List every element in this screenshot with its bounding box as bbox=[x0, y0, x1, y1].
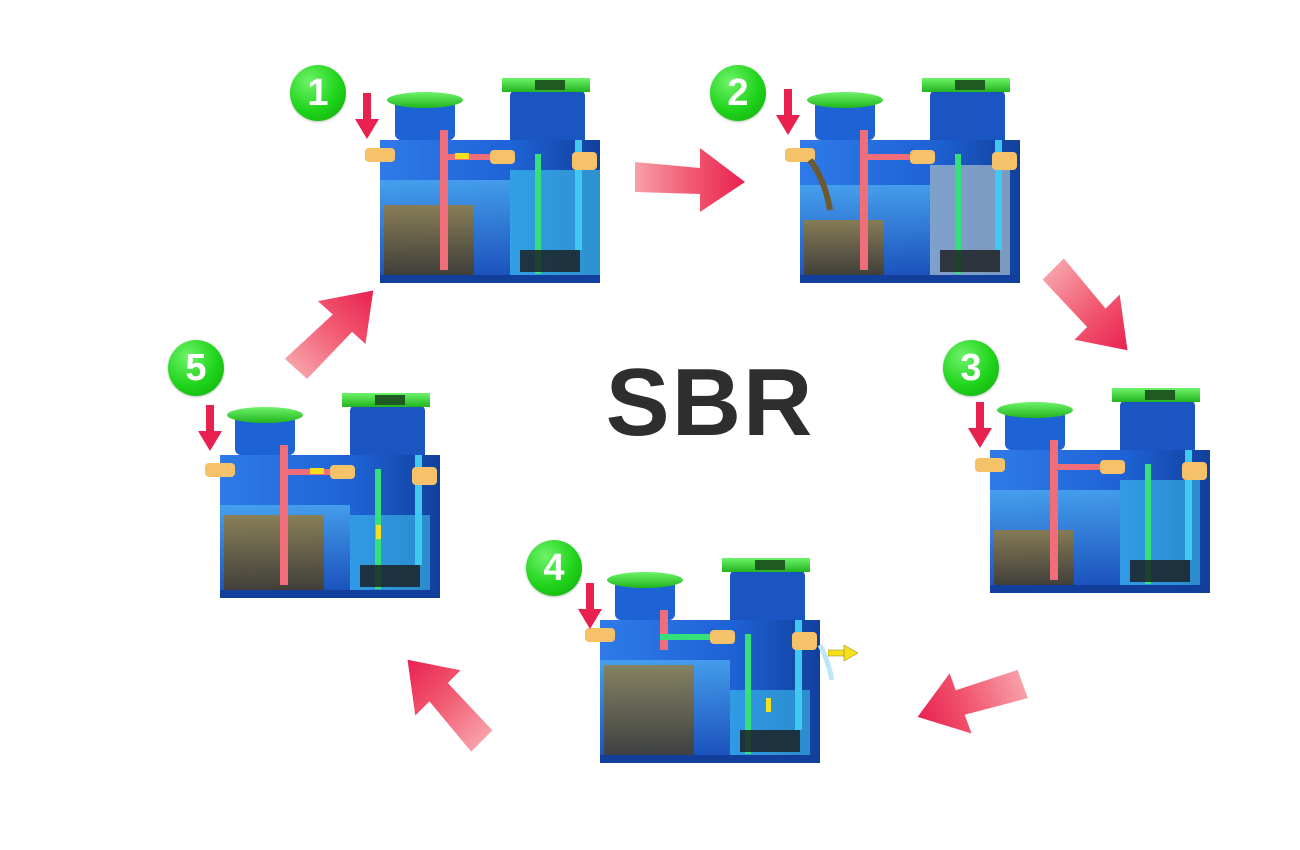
step-badge-3: 3 bbox=[943, 340, 999, 396]
tank-stage-3 bbox=[975, 388, 1210, 593]
tank-stage-4 bbox=[585, 558, 835, 763]
step-badge-4: 4 bbox=[526, 540, 582, 596]
right-arrow-icon bbox=[828, 645, 858, 661]
step-badge-2: 2 bbox=[710, 65, 766, 121]
tank-stage-1 bbox=[365, 78, 600, 283]
step-badge-5: 5 bbox=[168, 340, 224, 396]
down-arrow-icon bbox=[578, 583, 602, 629]
down-arrow-icon bbox=[776, 89, 800, 135]
cycle-arrow-5-to-1 bbox=[284, 290, 374, 379]
down-arrow-icon bbox=[968, 402, 992, 448]
down-arrow-icon bbox=[355, 93, 379, 139]
cycle-arrow-3-to-4 bbox=[917, 669, 1028, 734]
tank-stage-5 bbox=[205, 393, 440, 598]
down-arrow-icon bbox=[198, 405, 222, 451]
step-badge-1: 1 bbox=[290, 65, 346, 121]
cycle-arrow-4-to-5 bbox=[407, 659, 493, 752]
tank-stage-2 bbox=[785, 78, 1020, 283]
diagram-title: SBR bbox=[605, 349, 815, 456]
cycle-arrow-1-to-2 bbox=[635, 148, 745, 212]
cycle-arrow-2-to-3 bbox=[1042, 258, 1128, 351]
